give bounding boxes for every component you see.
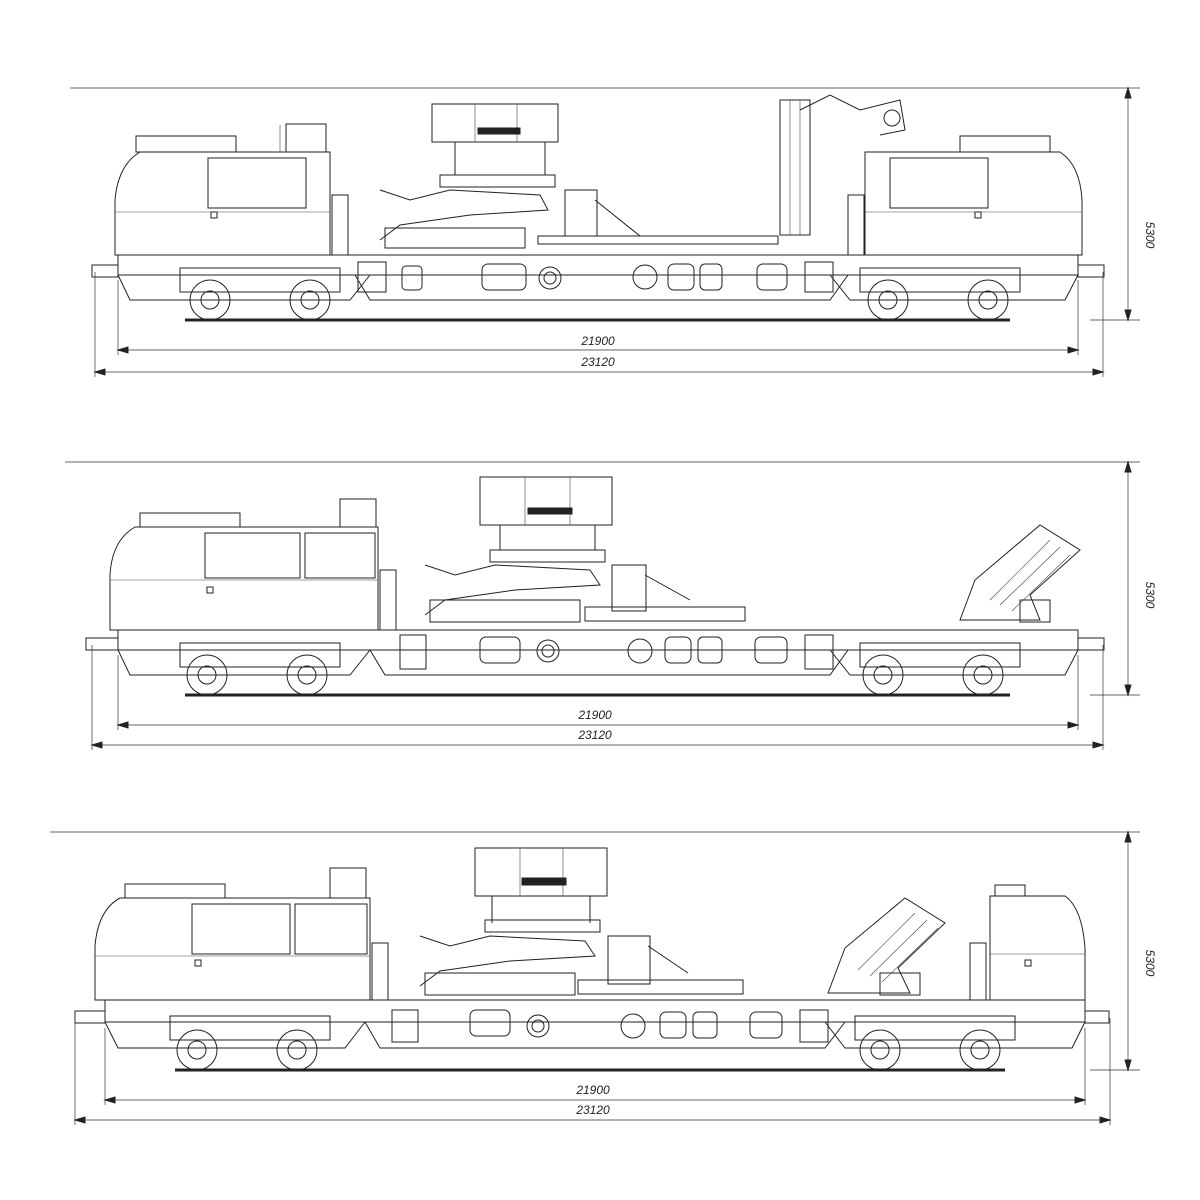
cab-left	[114, 123, 349, 256]
view-1: 5300	[70, 86, 1157, 377]
cab-left	[94, 867, 389, 1001]
bogie-left	[179, 267, 341, 321]
cab-right	[847, 135, 1083, 256]
wheelbase-dimension-label: 21900	[577, 708, 612, 722]
bogie-right	[854, 1015, 1016, 1071]
bogie-right	[859, 642, 1021, 696]
wheelbase-dimension-label: 21900	[580, 334, 615, 348]
lift-platform	[379, 103, 559, 249]
height-dimension-label: 5300	[1143, 950, 1157, 977]
overall-length-dimension-label: 23120	[575, 1103, 610, 1117]
view-3: 5300	[50, 830, 1157, 1125]
cab-right	[969, 884, 1086, 1001]
bogie-right	[859, 267, 1021, 321]
overall-length-dimension-label: 23120	[580, 355, 615, 369]
crane-folded-side	[959, 524, 1081, 623]
wheelbase-dimension-label: 21900	[575, 1083, 610, 1097]
height-dimension-label: 5300	[1143, 582, 1157, 609]
height-dimension-label: 5300	[1143, 222, 1157, 249]
crane-folded-side	[827, 897, 946, 996]
lift-platform	[424, 476, 613, 623]
view-2: 5300	[65, 460, 1157, 750]
crane-folded-transport	[779, 94, 906, 236]
overall-length-dimension-label: 23120	[577, 728, 612, 742]
bogie-left	[169, 1015, 331, 1071]
lift-platform	[419, 847, 608, 996]
bogie-left	[179, 642, 341, 696]
cab-left	[109, 498, 397, 631]
